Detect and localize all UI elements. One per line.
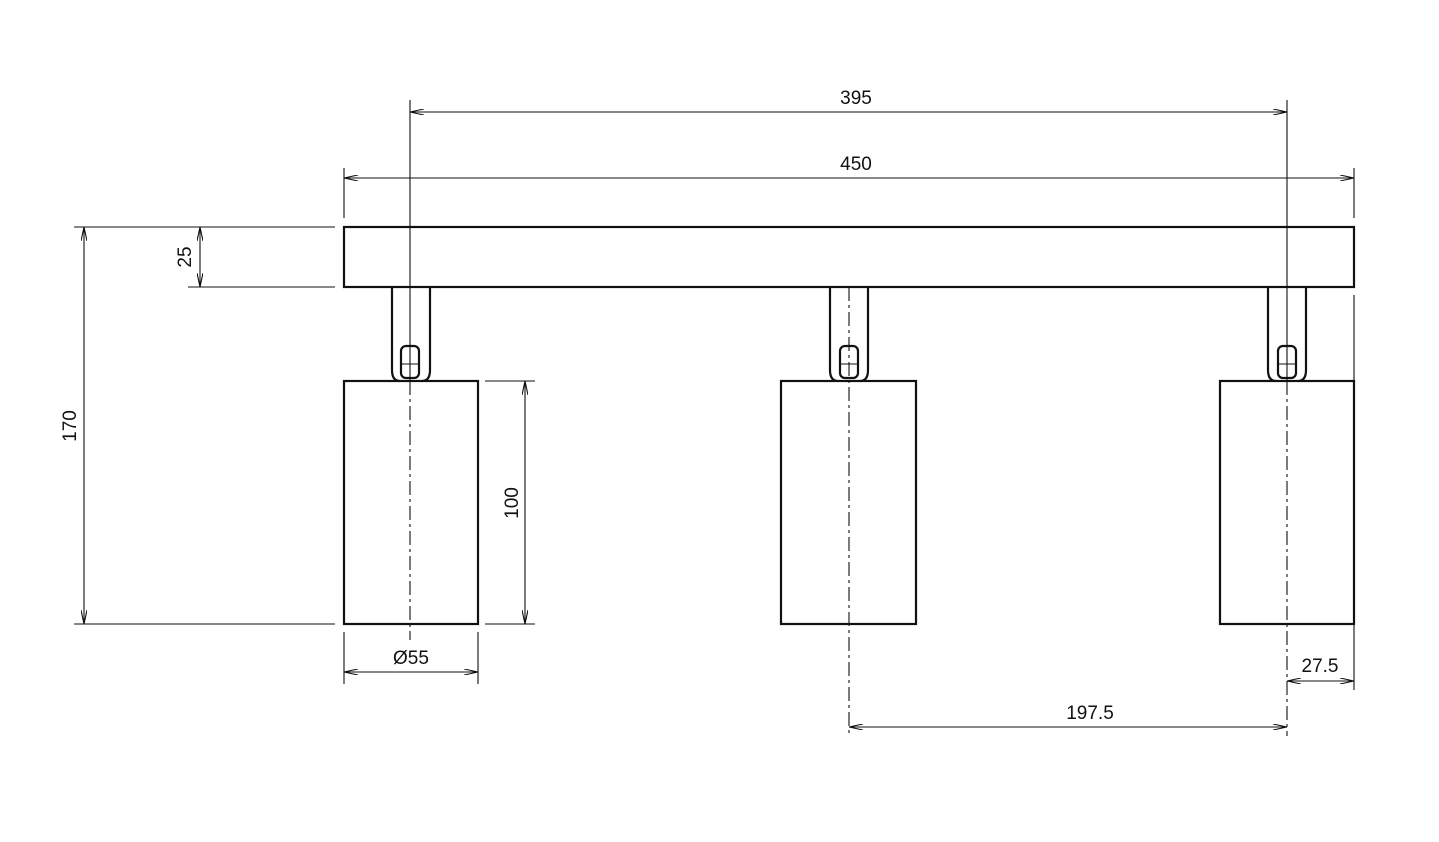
dim-label-spot-spacing: 197.5	[1066, 703, 1114, 724]
dim-label-total-length: 450	[840, 154, 872, 175]
mounting-bar	[342, 225, 1356, 289]
spot-left	[342, 287, 480, 626]
extension-lines	[74, 168, 1355, 690]
dim-label-center-span: 395	[840, 88, 872, 109]
dim-label-shade-diameter: Ø55	[393, 648, 429, 669]
center-lines	[409, 100, 1288, 736]
dim-label-end-offset: 27.5	[1302, 656, 1339, 677]
dim-label-total-height: 170	[60, 410, 81, 442]
dim-label-bar-height: 25	[175, 246, 196, 267]
dim-label-shade-height: 100	[502, 487, 523, 519]
